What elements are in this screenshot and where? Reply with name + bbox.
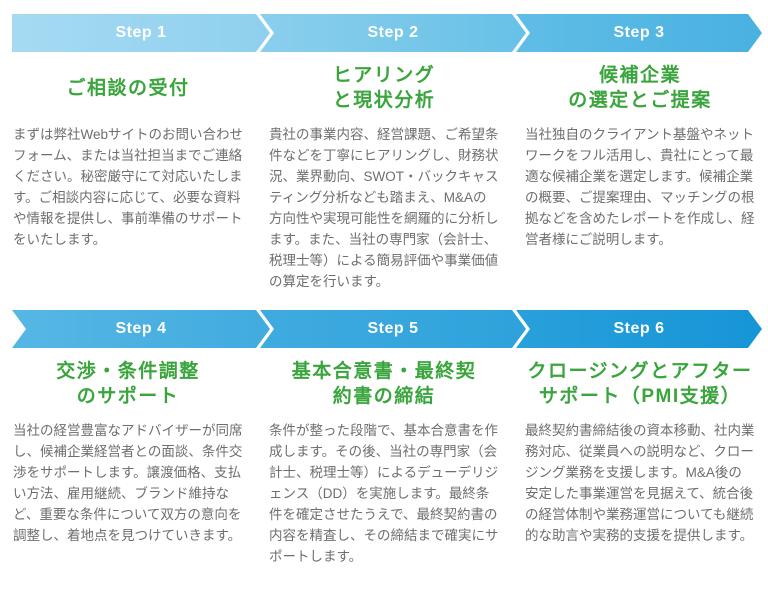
step1-banner-arrow: Step 1 (12, 14, 270, 52)
step3-banner-arrow: Step 3 (516, 14, 762, 52)
step3-column: 候補企業 の選定とご提案 当社独自のクライアント基盤やネットワークをフル活用し、… (512, 52, 768, 310)
step5-column: 基本合意書・最終契 約書の締結 条件が整った段階で、基本合意書を作成します。その… (256, 348, 512, 590)
step4-title: 交渉・条件調整 のサポート (56, 361, 200, 407)
step5-banner-label: Step 5 (367, 320, 419, 337)
step-content-row-top: ご相談の受付 まずは弊社Webサイトのお問い合わせフォーム、または当社担当までご… (0, 52, 768, 310)
step6-banner-label: Step 6 (613, 320, 665, 337)
step6-column: クロージングとアフター サポート（PMI支援） 最終契約書締結後の資本移動、社内… (512, 348, 768, 590)
step2-title: ヒアリング と現状分析 (332, 65, 436, 111)
step1-banner-label: Step 1 (115, 24, 167, 41)
step5-title: 基本合意書・最終契 約書の締結 (291, 361, 477, 407)
step1-column: ご相談の受付 まずは弊社Webサイトのお問い合わせフォーム、または当社担当までご… (0, 52, 256, 310)
step6-description: 最終契約書締結後の資本移動、社内業務対応、従業員への説明など、クロージング業務を… (525, 423, 755, 544)
step6-banner-arrow: Step 6 (516, 310, 762, 348)
step4-banner-arrow: Step 4 (12, 310, 270, 348)
step1-description: まずは弊社Webサイトのお問い合わせフォーム、または当社担当までご連絡ください。… (13, 127, 244, 248)
step5-banner-arrow: Step 5 (260, 310, 526, 348)
step4-banner-label: Step 4 (115, 320, 167, 337)
step5-description: 条件が整った段階で、基本合意書を作成します。その後、当社の専門家（会計士、税理士… (269, 423, 499, 565)
step4-column: 交渉・条件調整 のサポート 当社の経営豊富なアドバイザーが同席し、候補企業経営者… (0, 348, 256, 590)
step-banner-row-top: Step 1 Step 2 Step 3 (0, 14, 768, 52)
step1-title: ご相談の受付 (66, 77, 190, 99)
step3-title: 候補企業 の選定とご提案 (568, 65, 712, 111)
step-banner-row-bottom: Step 4 Step 5 Step 6 (0, 310, 768, 348)
step3-description: 当社独自のクライアント基盤やネットワークをフル活用し、貴社にとって最適な候補企業… (525, 127, 755, 248)
step2-column: ヒアリング と現状分析 貴社の事業内容、経営課題、ご希望条件などを丁寧にヒアリン… (256, 52, 512, 310)
step2-description: 貴社の事業内容、経営課題、ご希望条件などを丁寧にヒアリングし、財務状況、業界動向… (269, 127, 499, 290)
step3-banner-label: Step 3 (613, 24, 665, 41)
step4-description: 当社の経営豊富なアドバイザーが同席し、候補企業経営者との面談、条件交渉をサポート… (13, 423, 243, 544)
step2-banner-arrow: Step 2 (260, 14, 526, 52)
step-content-row-bottom: 交渉・条件調整 のサポート 当社の経営豊富なアドバイザーが同席し、候補企業経営者… (0, 348, 768, 590)
step6-title: クロージングとアフター サポート（PMI支援） (527, 361, 753, 407)
step2-banner-label: Step 2 (367, 24, 419, 41)
